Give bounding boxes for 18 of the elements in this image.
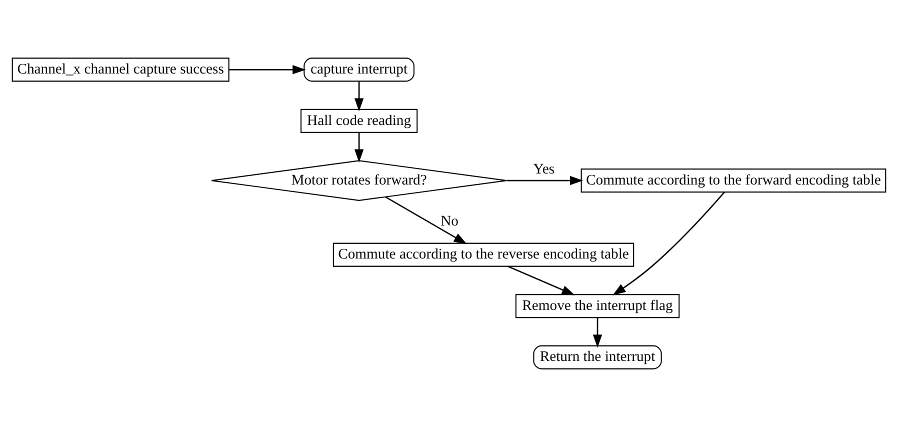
arrow (229, 65, 306, 74)
node-box: Return the interrupt (533, 345, 662, 370)
node-box: Hall code reading (300, 108, 418, 133)
arrow (508, 266, 575, 296)
node-diamond: Motor rotates forward? (211, 160, 508, 201)
node-box: Commute according to the reverse encoding table (332, 242, 634, 267)
arrow (354, 132, 364, 162)
arrow (612, 192, 726, 296)
arrow (592, 318, 602, 348)
edge-label: No (440, 214, 458, 230)
node-box: capture interrupt (304, 58, 414, 82)
arrow (354, 82, 364, 112)
node-box: Remove the interrupt flag (515, 294, 680, 318)
arrow (506, 176, 584, 186)
arrow (385, 196, 467, 244)
edge-label: Yes (533, 161, 555, 178)
node-box: Channel_x channel capture success (12, 58, 230, 82)
node-box: Commute according to the forward encoding table (580, 168, 886, 193)
